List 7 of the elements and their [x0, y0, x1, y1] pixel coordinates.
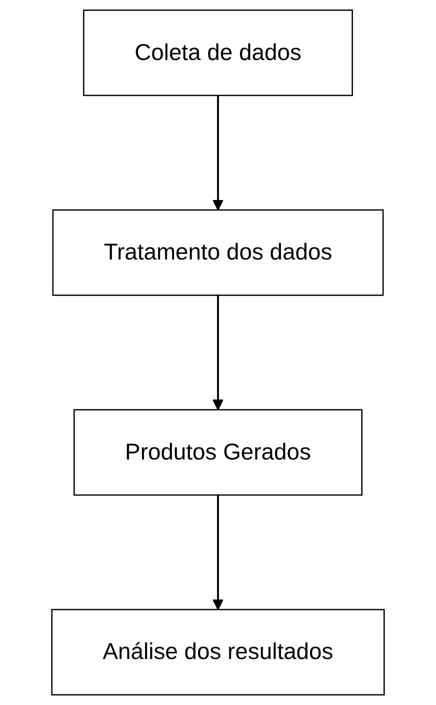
- arrow: [212, 95, 224, 210]
- node-box: [83, 10, 353, 96]
- node-box: [51, 608, 385, 696]
- node-box: [52, 209, 384, 296]
- node-box: [74, 409, 362, 496]
- arrow: [212, 295, 224, 410]
- arrow: [212, 495, 224, 610]
